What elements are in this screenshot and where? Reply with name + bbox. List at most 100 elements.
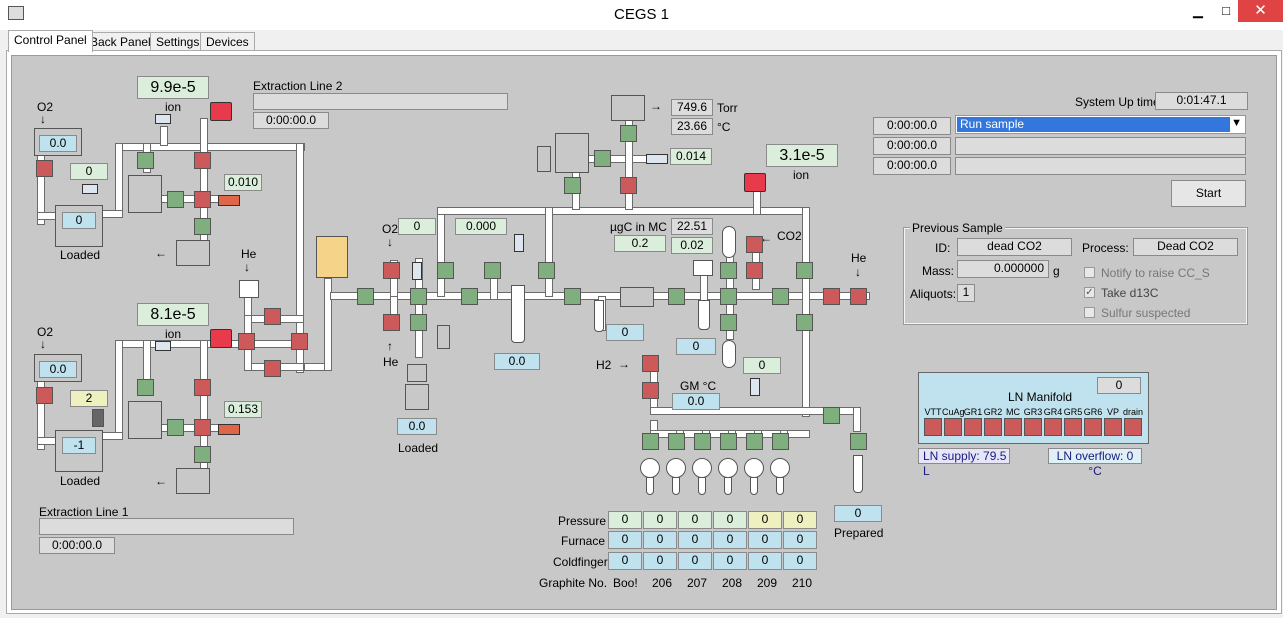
loaded-label-top: Loaded [60,248,101,262]
ln-port-label: GR6 [1083,407,1103,417]
valve[interactable] [746,433,763,450]
valve[interactable] [642,355,659,372]
ln-valve-mc[interactable] [1004,418,1022,436]
ln-valve-cuag[interactable] [944,418,962,436]
valve[interactable] [264,308,281,325]
tab-settings[interactable]: Settings [150,32,206,51]
valve[interactable] [291,333,308,350]
prepared-label: Prepared [834,526,884,540]
valve[interactable] [823,407,840,424]
tab-back-panel[interactable]: Back Panel [84,32,157,51]
valve[interactable] [720,433,737,450]
valve[interactable] [772,288,789,305]
valve[interactable] [668,433,685,450]
ln-valve-gr3[interactable] [1024,418,1042,436]
ln-valve-gr6[interactable] [1084,418,1102,436]
close-button[interactable]: ✕ [1238,0,1283,22]
valve[interactable] [194,152,211,169]
tab-devices[interactable]: Devices [200,32,255,51]
valve[interactable] [620,125,637,142]
ln-valve-drain[interactable] [1124,418,1142,436]
valve[interactable] [772,433,789,450]
valve[interactable] [850,433,867,450]
maximize-button[interactable]: □ [1222,3,1230,18]
valve[interactable] [264,360,281,377]
ln-valve-vp[interactable] [1104,418,1122,436]
ion-gauge-top: 9.9e-5 [137,76,209,99]
coldfinger-cell: 0 [713,552,747,570]
valve[interactable] [194,218,211,235]
valve[interactable] [594,150,611,167]
valve[interactable] [796,262,813,279]
sulfur-checkbox[interactable] [1084,307,1095,318]
valve[interactable] [746,262,763,279]
valve[interactable] [137,152,154,169]
ln-valve-gr4[interactable] [1044,418,1062,436]
reactor-coldfinger [776,477,784,495]
heater-icon[interactable] [218,195,240,206]
valve[interactable] [746,236,763,253]
valve[interactable] [642,382,659,399]
minimize-button[interactable]: ▁ [1193,3,1203,18]
loaded-label-vtt: Loaded [398,441,439,455]
valve[interactable] [194,191,211,208]
loaded-label-bottom: Loaded [60,474,101,488]
valve[interactable] [167,191,184,208]
graphite-no-row-label: Graphite No. [539,576,608,590]
valve[interactable] [720,262,737,279]
pump-icon[interactable] [210,329,232,348]
valve[interactable] [36,387,53,404]
furnace-cell: 0 [608,531,642,549]
valve[interactable] [194,419,211,436]
valve[interactable] [668,288,685,305]
valve[interactable] [437,262,454,279]
valve[interactable] [194,446,211,463]
valve[interactable] [796,314,813,331]
valve[interactable] [383,262,400,279]
valve[interactable] [720,314,737,331]
ln-valve-gr2[interactable] [984,418,1002,436]
valve[interactable] [461,288,478,305]
start-button[interactable]: Start [1171,180,1246,207]
ln-valve-gr5[interactable] [1064,418,1082,436]
notify-checkbox[interactable] [1084,267,1095,278]
step-status [955,137,1246,155]
pump-icon[interactable] [210,102,232,121]
heater-icon[interactable] [218,424,240,435]
aliquots-label: Aliquots: [910,287,957,301]
valve[interactable] [850,288,867,305]
pressure-cell: 0 [608,511,642,529]
valve[interactable] [410,288,427,305]
valve[interactable] [167,419,184,436]
valve[interactable] [642,433,659,450]
valve[interactable] [823,288,840,305]
valve[interactable] [357,288,374,305]
valve[interactable] [564,177,581,194]
chevron-down-icon[interactable]: ▼ [1231,117,1242,129]
app-icon [8,6,24,20]
pump-icon[interactable] [744,173,766,192]
valve[interactable] [564,288,581,305]
valve[interactable] [720,288,737,305]
valve[interactable] [137,379,154,396]
trap-value: 0 [606,324,644,341]
valve[interactable] [410,314,427,331]
valve[interactable] [484,262,501,279]
tab-control-panel[interactable]: Control Panel [8,30,93,52]
valve[interactable] [538,262,555,279]
gauge-value-center: 0.014 [670,148,712,165]
valve[interactable] [620,177,637,194]
process-value: Dead CO2 [1133,238,1238,256]
valve[interactable] [238,333,255,350]
left-arrow-icon: ← [760,231,772,245]
valve[interactable] [194,379,211,396]
vessel [437,325,450,349]
process-select[interactable]: Run sample ▼ [955,115,1246,134]
ln-valve-gr1[interactable] [964,418,982,436]
gauge-value-top: 0.010 [224,174,262,191]
take-d13c-checkbox[interactable]: ✓ [1084,287,1095,298]
valve[interactable] [36,160,53,177]
ln-valve-vtt[interactable] [924,418,942,436]
valve[interactable] [383,314,400,331]
valve[interactable] [694,433,711,450]
